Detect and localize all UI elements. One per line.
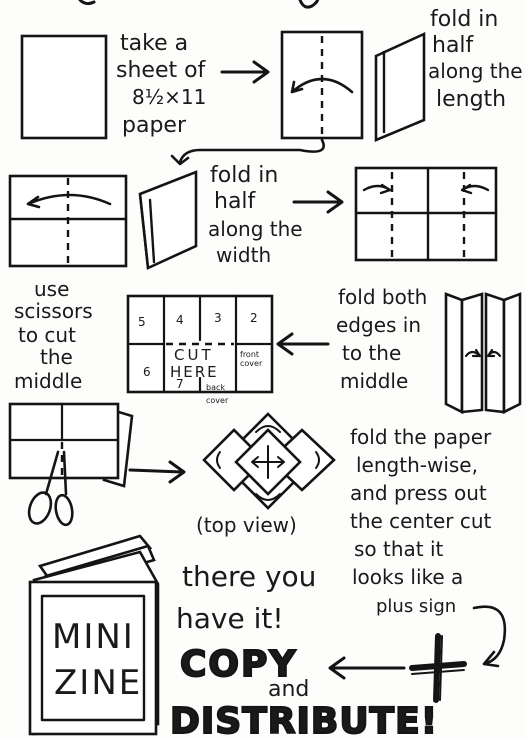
finale-line1: there you: [182, 560, 316, 593]
back-cover-label-1: back: [206, 383, 225, 392]
svg-text:the center cut: the center cut: [350, 509, 492, 533]
scissor-handle-left: [25, 490, 55, 527]
door-right-outer: [504, 294, 520, 412]
svg-text:looks like a: looks like a: [352, 565, 463, 589]
svg-text:length-wise,: length-wise,: [356, 453, 478, 477]
svg-text:fold in: fold in: [430, 7, 498, 32]
mini-zine-booklet: MINI ZINE: [30, 536, 158, 734]
arrow-to-fold-length: [222, 62, 268, 82]
scissor-handle-right: [54, 494, 75, 526]
svg-text:fold both: fold both: [338, 285, 427, 309]
booklet-front-cover: [30, 582, 156, 734]
svg-text:to cut: to cut: [18, 323, 76, 347]
here-label: HERE: [170, 363, 219, 381]
svg-text:length: length: [436, 87, 506, 112]
svg-text:middle: middle: [340, 369, 408, 393]
door-left-outer: [446, 294, 462, 412]
page-grid: 5 4 3 2 6 7 CUT HERE front cover back co…: [128, 296, 272, 405]
svg-text:so that it: so that it: [354, 537, 444, 561]
booklet-title-zine: ZINE: [54, 663, 142, 703]
page-number-6: 6: [143, 365, 151, 379]
svg-text:to the: to the: [342, 341, 401, 365]
finished-plus-icon: [412, 636, 464, 700]
top-view-caption: (top view): [196, 513, 297, 537]
svg-text:scissors: scissors: [14, 299, 93, 323]
page-number-4: 4: [176, 313, 184, 327]
blank-sheet: [22, 36, 106, 138]
svg-text:paper: paper: [122, 113, 187, 138]
page-number-2: 2: [250, 311, 258, 325]
plus-strokes: [412, 636, 464, 700]
arrow-to-plus-shape: [130, 462, 184, 482]
step3-text: fold in half along the width: [208, 163, 303, 267]
svg-text:fold the paper: fold the paper: [350, 425, 492, 449]
front-cover-label-1: front: [240, 350, 259, 359]
svg-text:along the: along the: [208, 217, 303, 241]
arrow-to-copy: [330, 658, 404, 678]
back-cover-label-2: cover: [206, 396, 229, 405]
svg-text:8½×11: 8½×11: [132, 85, 206, 109]
svg-text:half: half: [214, 189, 257, 214]
svg-text:sheet of: sheet of: [116, 58, 207, 83]
svg-text:fold in: fold in: [210, 163, 278, 188]
front-cover-label-2: cover: [240, 359, 263, 368]
svg-text:and press out: and press out: [350, 481, 487, 505]
step4-text: use scissors to cut the middle: [14, 277, 93, 393]
title-fragment-ink: [80, 0, 318, 7]
svg-text:half: half: [432, 33, 475, 58]
step5-text: fold both edges in to the middle: [336, 285, 427, 393]
svg-text:width: width: [216, 243, 271, 267]
svg-text:use: use: [34, 277, 69, 301]
booklet-title-mini: MINI: [52, 617, 135, 657]
plus-sign-top-view: [204, 414, 334, 508]
step2-text: fold in half along the length: [428, 7, 523, 112]
svg-text:take a: take a: [120, 31, 188, 56]
svg-text:middle: middle: [14, 369, 82, 393]
svg-text:edges in: edges in: [336, 313, 421, 337]
arrow-to-grid: [278, 334, 328, 354]
cut-sheet-illustration: [10, 404, 132, 486]
page-number-5: 5: [138, 315, 146, 329]
and-label: and: [268, 677, 309, 702]
arrow-to-unfolded: [294, 192, 342, 212]
cut-label: CUT: [174, 346, 214, 364]
page-number-3: 3: [214, 311, 222, 325]
svg-text:plus sign: plus sign: [376, 596, 456, 617]
distribute-label: DISTRIBUTE!: [170, 701, 438, 740]
step1-text: take a sheet of 8½×11 paper: [116, 31, 207, 138]
folded-booklet-side: [140, 172, 196, 268]
arrow-to-plus-sign: [474, 607, 505, 666]
svg-text:along the: along the: [428, 59, 523, 83]
connector-arrow-down: [172, 140, 324, 164]
finale-line2: have it!: [176, 602, 284, 635]
gatefold-illustration: [446, 294, 520, 412]
step6-text: fold the paper length-wise, and press ou…: [350, 425, 492, 617]
svg-text:the: the: [40, 345, 73, 369]
